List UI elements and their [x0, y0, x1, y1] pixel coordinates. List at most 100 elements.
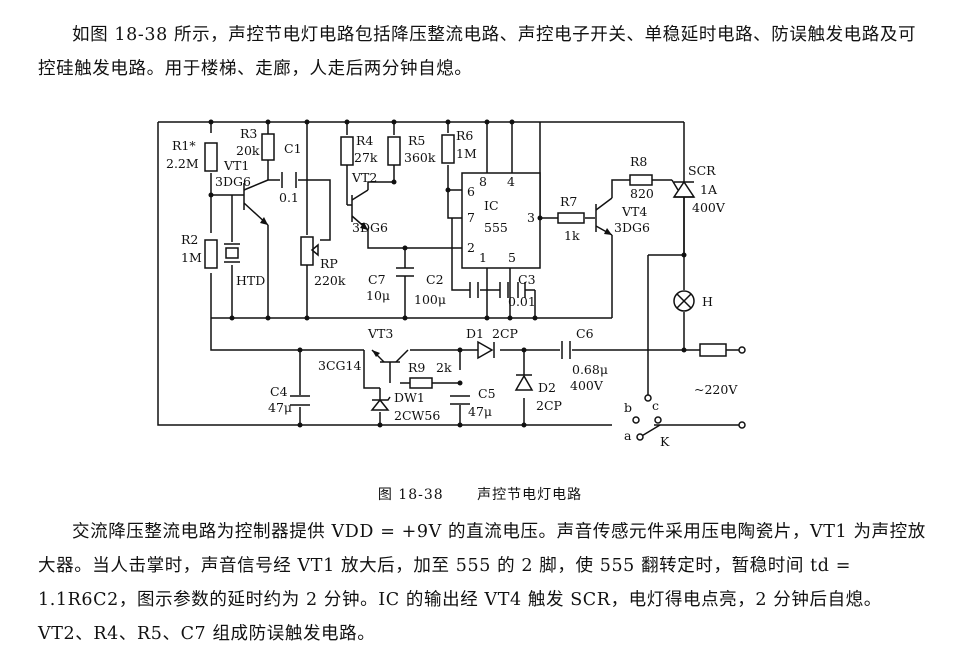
resistors	[204, 133, 653, 389]
label-switch-k: K	[660, 434, 670, 449]
resistor-r2	[204, 239, 218, 269]
label-vt4: VT4	[621, 204, 647, 219]
label-r5-value: 360k	[404, 150, 436, 165]
label-pin3: 3	[527, 210, 535, 225]
fuse	[699, 343, 727, 357]
figure-caption: 图 18-38 声控节电灯电路	[0, 484, 960, 504]
label-r2: R2	[181, 232, 198, 247]
resistor-r8	[629, 174, 653, 186]
label-r6-value: 1M	[456, 146, 477, 161]
label-vt2-type: 3DG6	[352, 220, 388, 235]
circuit-wires	[157, 121, 740, 426]
label-r3-value: 20k	[236, 143, 260, 158]
capacitor-c1	[281, 172, 297, 188]
label-r4: R4	[356, 133, 373, 148]
label-r7-value: 1k	[564, 228, 580, 243]
label-r8: R8	[630, 154, 647, 169]
scr-thyristor	[671, 179, 696, 205]
label-pin8: 8	[479, 174, 487, 189]
label-r5: R5	[408, 133, 425, 148]
label-c2: C2	[426, 272, 444, 287]
transistor-vt2	[351, 189, 369, 231]
label-r3: R3	[240, 126, 257, 141]
label-c4: C4	[270, 384, 288, 399]
label-dw1: DW1	[394, 390, 425, 405]
label-switch-a: a	[624, 428, 632, 443]
transistor-vt3	[371, 349, 409, 383]
label-ac-voltage: ~220V	[694, 382, 738, 397]
label-c1: C1	[284, 141, 302, 156]
label-d1-type: 2CP	[492, 326, 518, 341]
resistor-r7	[557, 212, 585, 224]
label-pin6: 6	[467, 184, 475, 199]
resistor-r9	[409, 377, 433, 389]
resistor-r4	[340, 136, 354, 166]
label-switch-b: b	[624, 400, 632, 415]
label-c5: C5	[478, 386, 496, 401]
label-r8-value: 820	[630, 186, 654, 201]
label-r6: R6	[456, 128, 473, 143]
figure-number: 图 18-38	[377, 487, 444, 503]
capacitor-c7	[396, 267, 414, 290]
label-ic-type: 555	[484, 220, 508, 235]
label-r2-value: 1M	[181, 250, 202, 265]
label-r7: R7	[560, 194, 577, 209]
label-vt2: VT2	[351, 170, 377, 185]
label-scr-voltage: 400V	[692, 200, 726, 215]
figure-title: 声控节电灯电路	[477, 487, 583, 503]
label-d2: D2	[538, 380, 556, 395]
ac-terminal-bottom	[738, 421, 746, 429]
label-rp-value: 220k	[314, 273, 346, 288]
circuit-labels: R1* 2.2M R2 1M R3 20k C1 0.1 VT1 3DG6 R4…	[166, 126, 738, 449]
label-r9-value: 2k	[436, 360, 452, 375]
resistor-r5	[387, 136, 401, 166]
label-pin2: 2	[467, 240, 475, 255]
resistor-r3	[261, 133, 275, 161]
label-dw1-type: 2CW56	[394, 408, 440, 423]
label-htd: HTD	[236, 273, 265, 288]
capacitor-c2	[469, 282, 479, 298]
potentiometer-rp	[300, 236, 314, 266]
label-rp: RP	[320, 256, 338, 271]
resistor-r6	[441, 134, 455, 164]
label-c6-voltage: 400V	[570, 378, 604, 393]
capacitor-c5	[450, 395, 470, 405]
capacitor-c4	[290, 395, 310, 406]
switch-k	[632, 394, 662, 441]
capacitor-c3	[499, 282, 526, 298]
label-pin5: 5	[508, 250, 516, 265]
label-scr-rating: 1A	[700, 182, 718, 197]
label-pin1: 1	[479, 250, 487, 265]
label-pin7: 7	[467, 210, 475, 225]
capacitors	[281, 172, 571, 406]
label-scr: SCR	[688, 163, 716, 178]
intro-paragraph: 如图 18-38 所示，声控节电灯电路包括降压整流电路、声控电子开关、单稳延时电…	[38, 25, 917, 79]
lamp-h	[673, 290, 695, 312]
piezo-htd	[224, 243, 240, 263]
resistor-r1	[204, 142, 218, 172]
label-c3-value: 0.01	[508, 294, 536, 309]
label-vt3-type: 3CG14	[318, 358, 361, 373]
label-d1: D1	[466, 326, 484, 341]
label-switch-c: c	[652, 398, 659, 413]
zener-dw1	[370, 396, 391, 411]
label-lamp: H	[702, 294, 713, 309]
diode-d1	[477, 340, 495, 360]
capacitor-c6	[561, 341, 571, 359]
label-vt3: VT3	[367, 326, 393, 341]
label-r1-value: 2.2M	[166, 156, 199, 171]
ac-terminal-top	[738, 346, 746, 354]
transistor-vt1	[243, 179, 269, 226]
label-c7-value: 10μ	[366, 288, 390, 303]
label-c6: C6	[576, 326, 594, 341]
diode-d2	[514, 374, 534, 391]
label-d2-type: 2CP	[536, 398, 562, 413]
label-vt1-type: 3DG6	[215, 174, 251, 189]
label-c4-value: 47μ	[268, 400, 292, 415]
label-c6-value: 0.68μ	[572, 362, 608, 377]
label-r9: R9	[408, 360, 425, 375]
label-c2-value: 100μ	[414, 292, 446, 307]
label-ic: IC	[484, 198, 499, 213]
label-vt4-type: 3DG6	[614, 220, 650, 235]
